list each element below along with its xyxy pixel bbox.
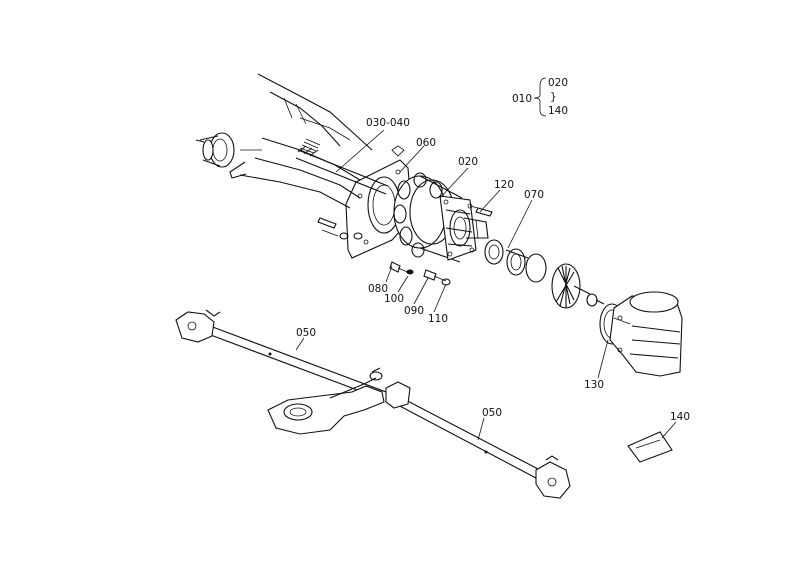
callout-100: 100	[384, 293, 404, 305]
callout-050-left: 050	[296, 327, 316, 339]
axle-housing	[195, 73, 373, 209]
bolt-set-left	[317, 217, 363, 240]
bolt-120	[469, 205, 493, 217]
callout-140: 140	[670, 411, 690, 423]
tie-rod-left	[175, 309, 387, 401]
legend-ref: 010	[512, 93, 532, 105]
bolt-090	[423, 269, 447, 282]
callout-020: 020	[458, 156, 478, 168]
callout-110: 110	[428, 313, 448, 325]
washer-100	[406, 269, 414, 275]
carrier-housing	[393, 172, 489, 263]
bearing-ring	[484, 239, 529, 276]
legend-top: 020	[548, 77, 568, 89]
callout-070: 070	[524, 189, 544, 201]
callout-080: 080	[368, 283, 388, 295]
legend-bracket	[533, 77, 547, 117]
pinion-gear	[525, 253, 605, 309]
callout-090: 090	[404, 305, 424, 317]
tie-rod-right	[385, 381, 571, 499]
leader-lines	[295, 129, 677, 441]
label-plate-140	[627, 431, 673, 463]
callout-050-right: 050	[482, 407, 502, 419]
callout-labels: 010 020 } 140 030-040 060 020 120 070 08…	[296, 77, 690, 423]
callout-120: 120	[494, 179, 514, 191]
callout-060: 060	[416, 137, 436, 149]
legend-bottom: 140	[548, 105, 568, 117]
callout-130: 130	[584, 379, 604, 391]
steering-arm	[267, 367, 385, 435]
end-cover-housing	[609, 291, 683, 377]
legend-mid: }	[550, 91, 557, 103]
gasket-plate	[345, 145, 413, 259]
callout-030-040: 030-040	[366, 117, 410, 129]
